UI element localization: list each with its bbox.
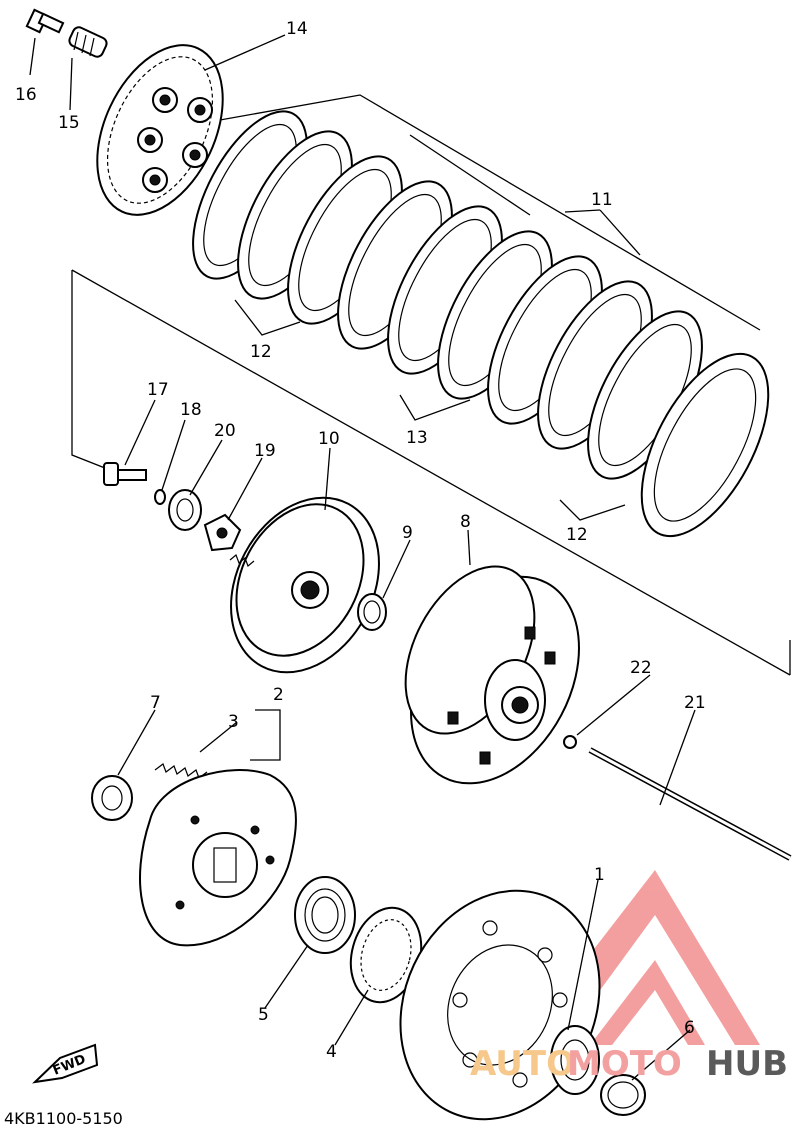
leader-lines xyxy=(29,34,696,1081)
watermark-moto: MOTO xyxy=(567,1044,682,1084)
callout-1: 1 xyxy=(594,865,605,885)
bearing-5 xyxy=(294,876,356,954)
plate-group-boundary xyxy=(71,94,791,676)
bracket-12-left xyxy=(234,299,301,336)
clutch-boss xyxy=(229,496,380,674)
bolt xyxy=(25,8,65,34)
bracket-11 xyxy=(409,134,641,256)
watermark-auto: AUTO xyxy=(470,1044,575,1084)
callout-12-upper: 12 xyxy=(250,342,272,362)
callout-labels: 14 16 15 11 12 17 18 20 13 10 19 12 8 9 … xyxy=(15,19,706,1062)
clutch-spring xyxy=(68,26,108,58)
callout-6: 6 xyxy=(684,1018,695,1038)
callout-3: 3 xyxy=(228,712,239,732)
nut-7 xyxy=(91,775,133,821)
callout-5: 5 xyxy=(258,1005,269,1025)
circlip-6 xyxy=(600,1074,646,1116)
ball-22 xyxy=(563,735,577,749)
callout-11: 11 xyxy=(591,190,613,210)
nut-20 xyxy=(168,489,202,531)
callout-8: 8 xyxy=(460,512,471,532)
callout-13: 13 xyxy=(406,428,428,448)
pressure-plate xyxy=(96,44,224,216)
clutch-housing xyxy=(404,565,580,785)
callout-18: 18 xyxy=(180,400,202,420)
bracket-13 xyxy=(399,394,471,421)
callout-19: 19 xyxy=(254,441,276,461)
callout-17: 17 xyxy=(147,380,169,400)
callout-2: 2 xyxy=(273,685,284,705)
spring-3 xyxy=(154,763,208,779)
forward-arrow-icon: FWD xyxy=(32,1043,99,1084)
callout-7: 7 xyxy=(150,693,161,713)
clutch-carrier-1 xyxy=(399,889,601,1121)
diagram-code: 4KB1100-5150 xyxy=(4,1109,123,1128)
callout-4: 4 xyxy=(326,1042,337,1062)
centrifugal-clutch-2 xyxy=(139,769,297,947)
callout-14: 14 xyxy=(286,19,308,39)
callout-12-lower: 12 xyxy=(566,525,588,545)
watermark-hub: HUB xyxy=(706,1044,788,1084)
lock-washer-19 xyxy=(203,513,242,552)
callout-15: 15 xyxy=(58,113,80,133)
circlip-9 xyxy=(357,593,387,631)
watermark-text: AUTO MOTO HUB xyxy=(470,1044,788,1084)
callout-10: 10 xyxy=(318,429,340,449)
callout-21: 21 xyxy=(684,693,706,713)
bracket-12-right xyxy=(559,499,626,521)
clutch-plate-stack xyxy=(192,110,770,538)
callout-9: 9 xyxy=(402,523,413,543)
o-ring-18 xyxy=(154,489,166,505)
push-rod-21 xyxy=(588,747,792,861)
callout-20: 20 xyxy=(214,421,236,441)
callout-22: 22 xyxy=(630,658,652,678)
callout-16: 16 xyxy=(15,85,37,105)
bolt-17 xyxy=(103,462,147,486)
